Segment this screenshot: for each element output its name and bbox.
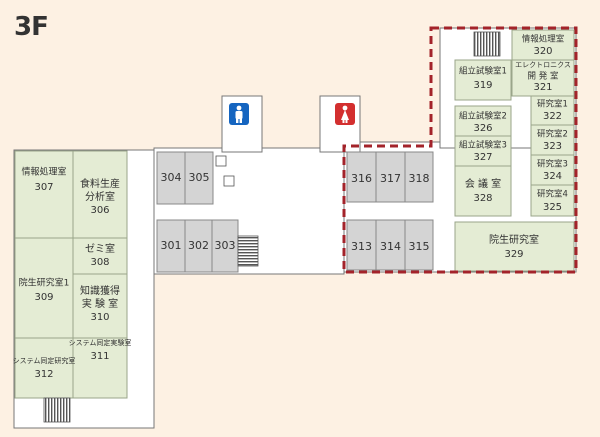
floor-label: 3F — [14, 12, 49, 42]
room-302[interactable] — [184, 219, 213, 273]
room-number: 312 — [34, 369, 53, 380]
middle-rooms — [156, 151, 434, 273]
room-name: システム同定実験室 — [69, 338, 132, 347]
room-number: 329 — [504, 249, 523, 260]
room-number: 324 — [543, 171, 562, 182]
room-301[interactable] — [156, 219, 186, 273]
room-number: 326 — [473, 123, 492, 134]
room-313[interactable] — [346, 219, 377, 271]
room-number: 313 — [351, 240, 372, 253]
room-name: 情報処理室 — [21, 166, 66, 178]
room-number: 327 — [473, 152, 492, 163]
room-303[interactable] — [211, 219, 239, 273]
room-328[interactable] — [454, 165, 512, 217]
room-number: 308 — [90, 257, 109, 268]
room-number: 320 — [533, 46, 552, 57]
room-327[interactable] — [454, 135, 512, 167]
room-315[interactable] — [404, 219, 434, 271]
room-name: システム同定研究室 — [13, 356, 76, 365]
room-308[interactable] — [72, 237, 128, 275]
room-name: 研究室2 — [537, 129, 568, 140]
stairs-center — [237, 235, 259, 267]
room-314[interactable] — [375, 219, 406, 271]
room-name: 食料生産 — [80, 177, 120, 190]
room-number: 303 — [215, 239, 236, 252]
room-name: 情報処理室 — [522, 34, 565, 45]
room-316[interactable] — [346, 151, 377, 203]
room-name: 院生研究室1 — [19, 277, 70, 289]
elevator-icon — [215, 155, 227, 167]
room-305[interactable] — [184, 151, 214, 205]
room-319[interactable] — [454, 59, 512, 101]
room-name: 知識獲得 — [80, 284, 120, 297]
womens-restroom-icon — [335, 103, 355, 125]
room-329[interactable] — [454, 221, 575, 272]
room-number: 305 — [189, 171, 210, 184]
room-name: 研究室3 — [537, 159, 568, 170]
room-number: 318 — [409, 172, 430, 185]
room-number: 304 — [161, 171, 182, 184]
room-number: 311 — [90, 351, 109, 362]
room-name: 研究室1 — [537, 99, 568, 110]
room-name: ゼミ室 — [85, 242, 115, 255]
room-number: 325 — [543, 202, 562, 213]
room-320[interactable] — [511, 29, 575, 61]
room-number: 314 — [380, 240, 401, 253]
room-307[interactable] — [14, 150, 74, 239]
room-name: 組立試験室3 — [459, 140, 507, 151]
room-number: 310 — [90, 312, 109, 323]
room-306[interactable] — [72, 150, 128, 239]
room-name: 研究室4 — [537, 189, 568, 200]
room-312[interactable] — [14, 337, 74, 399]
room-number: 317 — [380, 172, 401, 185]
room-name: 分析室 — [85, 190, 115, 203]
room-number: 322 — [543, 111, 562, 122]
room-name: 実 験 室 — [82, 297, 118, 310]
highlight-boundary — [342, 26, 578, 274]
right-wing — [454, 29, 575, 272]
room-number: 302 — [188, 239, 209, 252]
room-325[interactable] — [530, 184, 575, 217]
stairs-top-right — [473, 31, 501, 57]
room-326[interactable] — [454, 105, 512, 137]
room-311[interactable] — [72, 337, 128, 399]
room-number: 309 — [34, 292, 53, 303]
room-name: 組立試験室2 — [459, 111, 507, 122]
elevator-icon — [223, 175, 235, 187]
stairs-bottom-left — [43, 397, 71, 423]
room-309[interactable] — [14, 237, 74, 339]
room-number: 321 — [533, 82, 552, 93]
room-304[interactable] — [156, 151, 186, 205]
room-name: 会 議 室 — [465, 177, 501, 190]
mens-restroom-icon — [229, 103, 249, 125]
left-wing — [14, 150, 128, 399]
room-number: 315 — [409, 240, 430, 253]
room-number: 301 — [161, 239, 182, 252]
room-number: 307 — [34, 182, 53, 193]
room-name: 開 発 室 — [528, 71, 559, 82]
room-323[interactable] — [530, 124, 575, 156]
room-number: 306 — [90, 205, 109, 216]
room-321[interactable] — [511, 59, 575, 97]
room-name: 院生研究室 — [489, 233, 539, 246]
room-number: 328 — [473, 193, 492, 204]
room-name: 組立試験室1 — [459, 66, 507, 77]
room-name: エレクトロニクス — [515, 61, 571, 69]
room-318[interactable] — [404, 151, 434, 203]
room-number: 323 — [543, 141, 562, 152]
room-number: 319 — [473, 80, 492, 91]
room-number: 316 — [351, 172, 372, 185]
